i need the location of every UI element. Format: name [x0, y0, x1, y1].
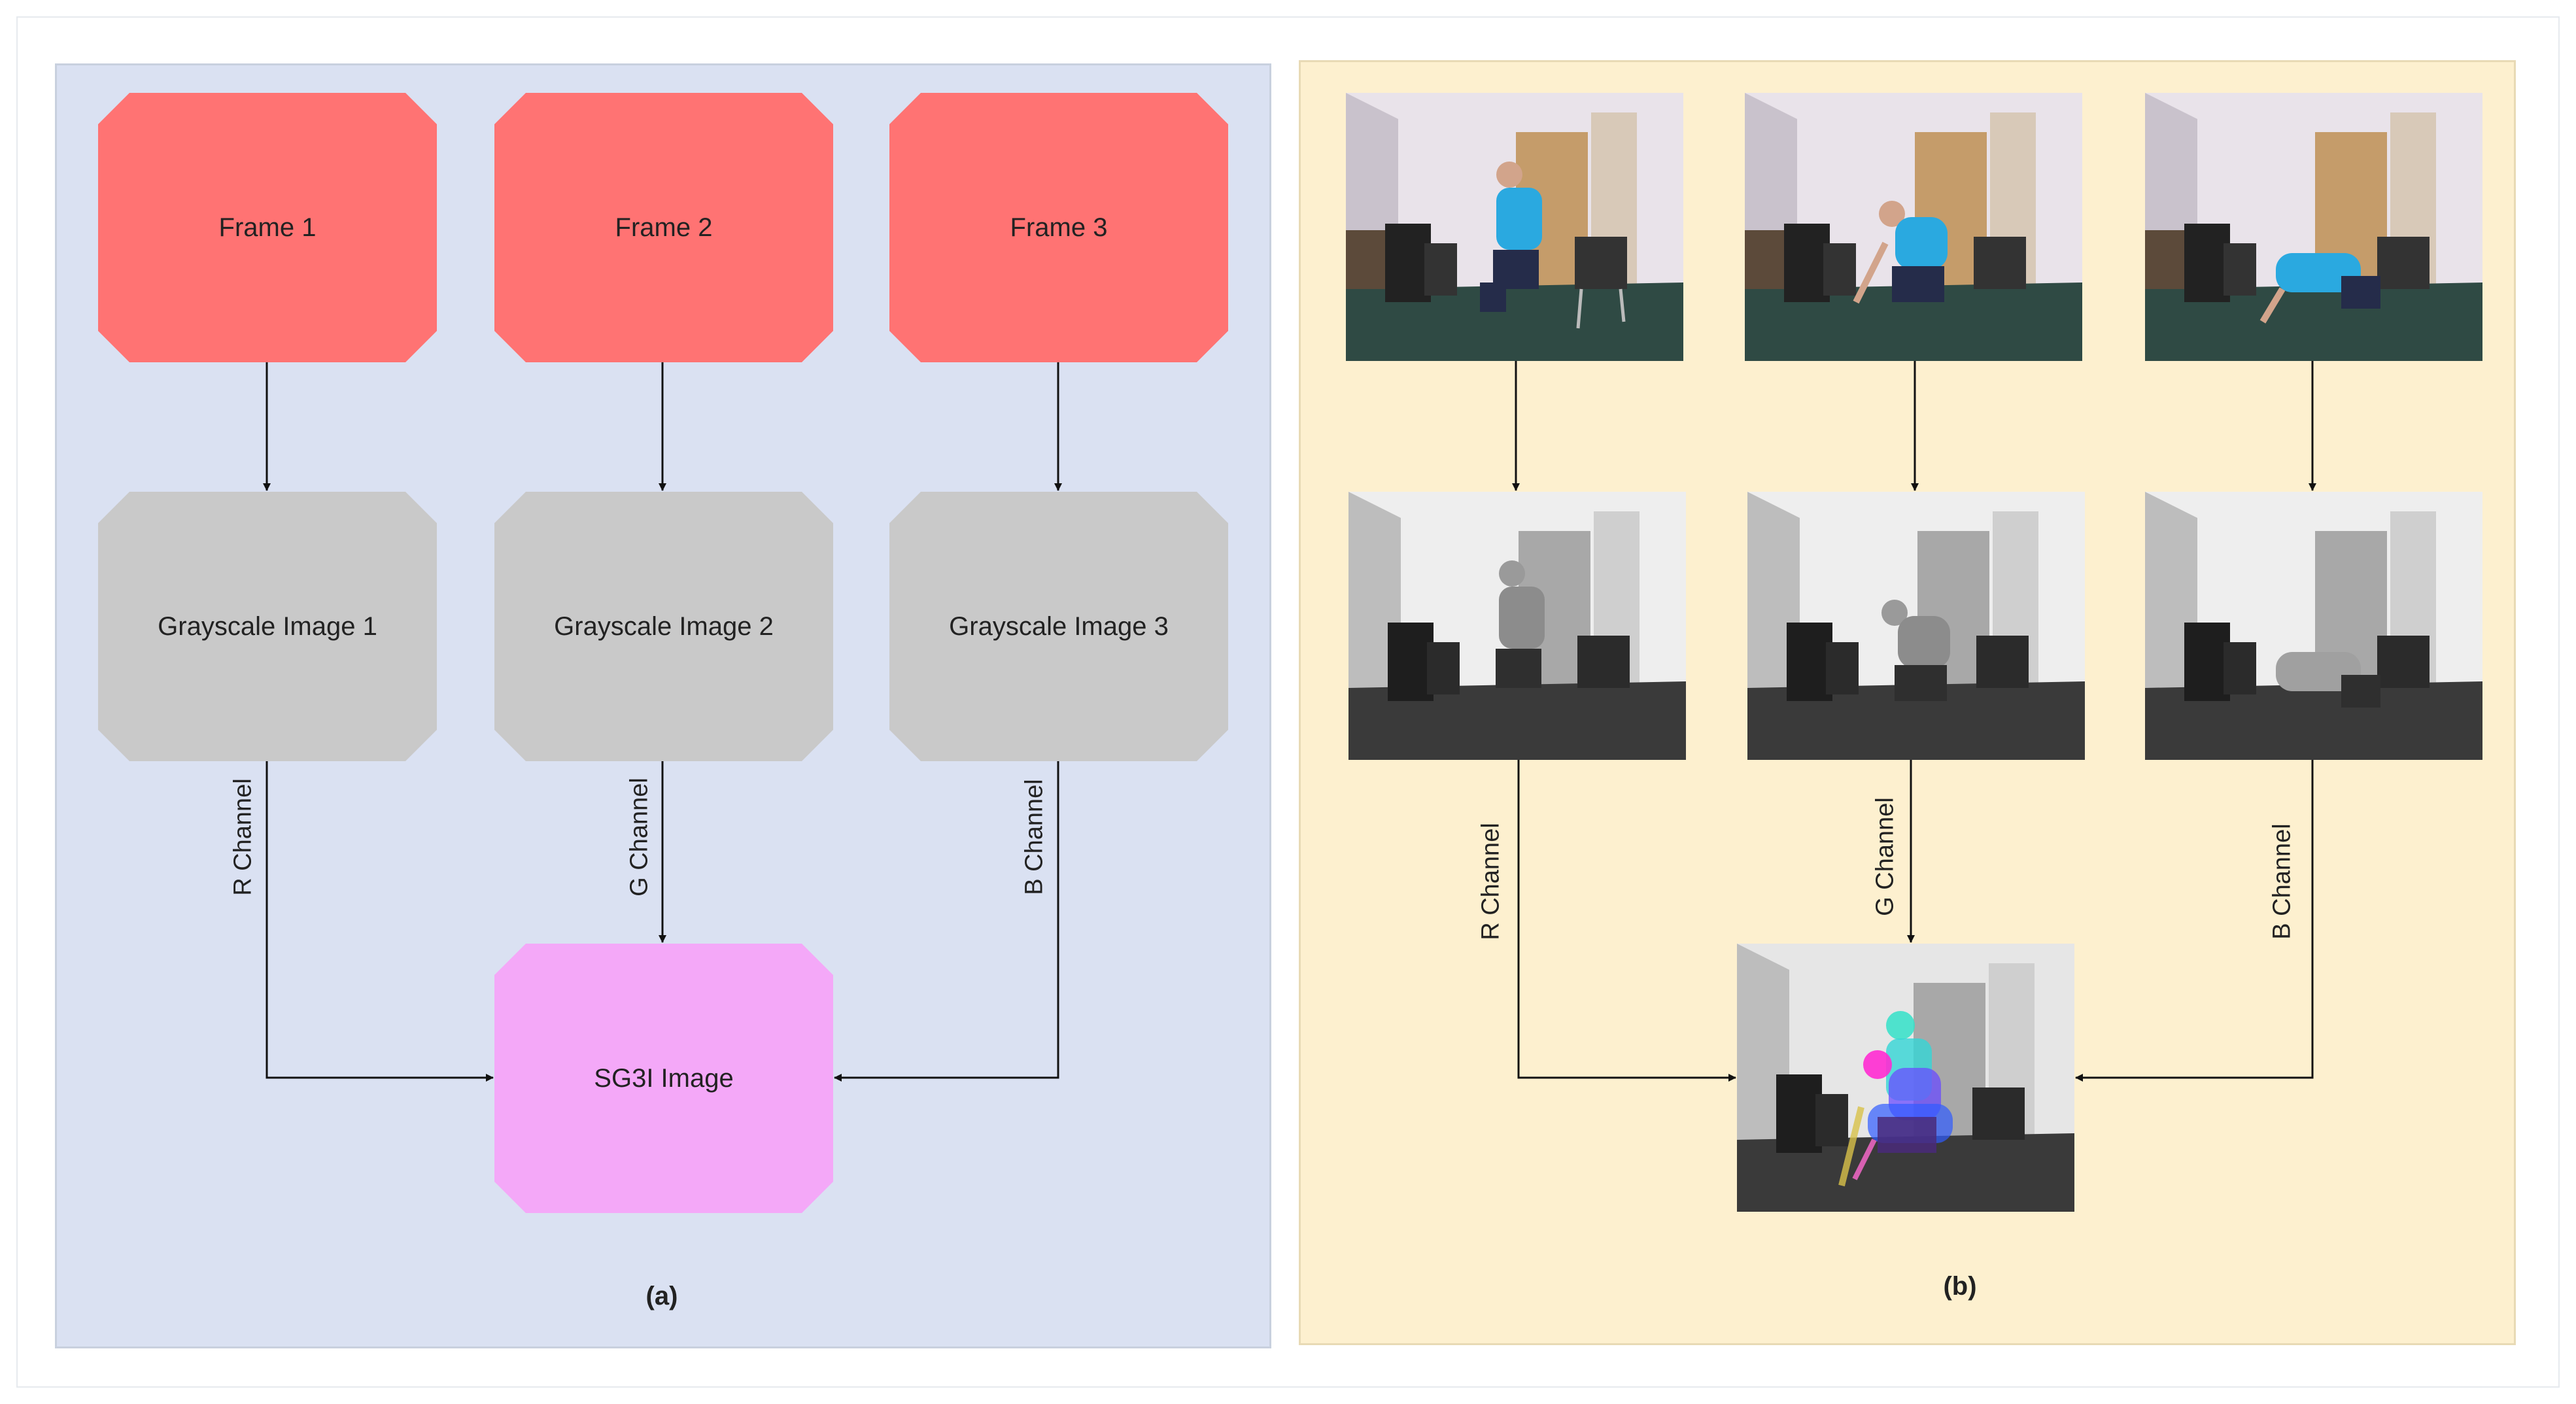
frame-1-node: Frame 1 [98, 93, 437, 362]
figure-border [16, 16, 2560, 1388]
grayscale-1-label: Grayscale Image 1 [158, 611, 377, 641]
frame-2-label: Frame 2 [615, 213, 713, 242]
arrow-b-channel-b [2075, 760, 2314, 1082]
frame-3-node: Frame 3 [889, 93, 1228, 362]
grayscale-3-label: Grayscale Image 3 [949, 611, 1169, 641]
grayscale-1-node: Grayscale Image 1 [98, 492, 437, 761]
frame-3-label: Frame 3 [1010, 213, 1108, 242]
sg3i-output-image [1737, 944, 2074, 1212]
arrow-b-channel-a [834, 761, 1059, 1082]
color-frame-3-image [2145, 93, 2482, 361]
panel-b-caption: (b) [1943, 1272, 1977, 1301]
grayscale-2-label: Grayscale Image 2 [554, 611, 774, 641]
color-frame-2-image [1745, 93, 2082, 361]
grayscale-2-node: Grayscale Image 2 [494, 492, 833, 761]
grayscale-3-node: Grayscale Image 3 [889, 492, 1228, 761]
grayscale-frame-2-image [1747, 492, 2085, 760]
grayscale-frame-3-image [2145, 492, 2482, 760]
sg3i-image-label: SG3I Image [594, 1063, 734, 1093]
color-frame-1-image [1346, 93, 1683, 361]
frame-2-node: Frame 2 [494, 93, 833, 362]
arrow-r-channel-a [266, 761, 494, 1082]
sg3i-image-node: SG3I Image [494, 944, 833, 1213]
arrow-r-channel-b [1517, 760, 1736, 1082]
grayscale-frame-1-image [1348, 492, 1686, 760]
panel-a-caption: (a) [645, 1282, 678, 1310]
frame-1-label: Frame 1 [218, 213, 317, 242]
